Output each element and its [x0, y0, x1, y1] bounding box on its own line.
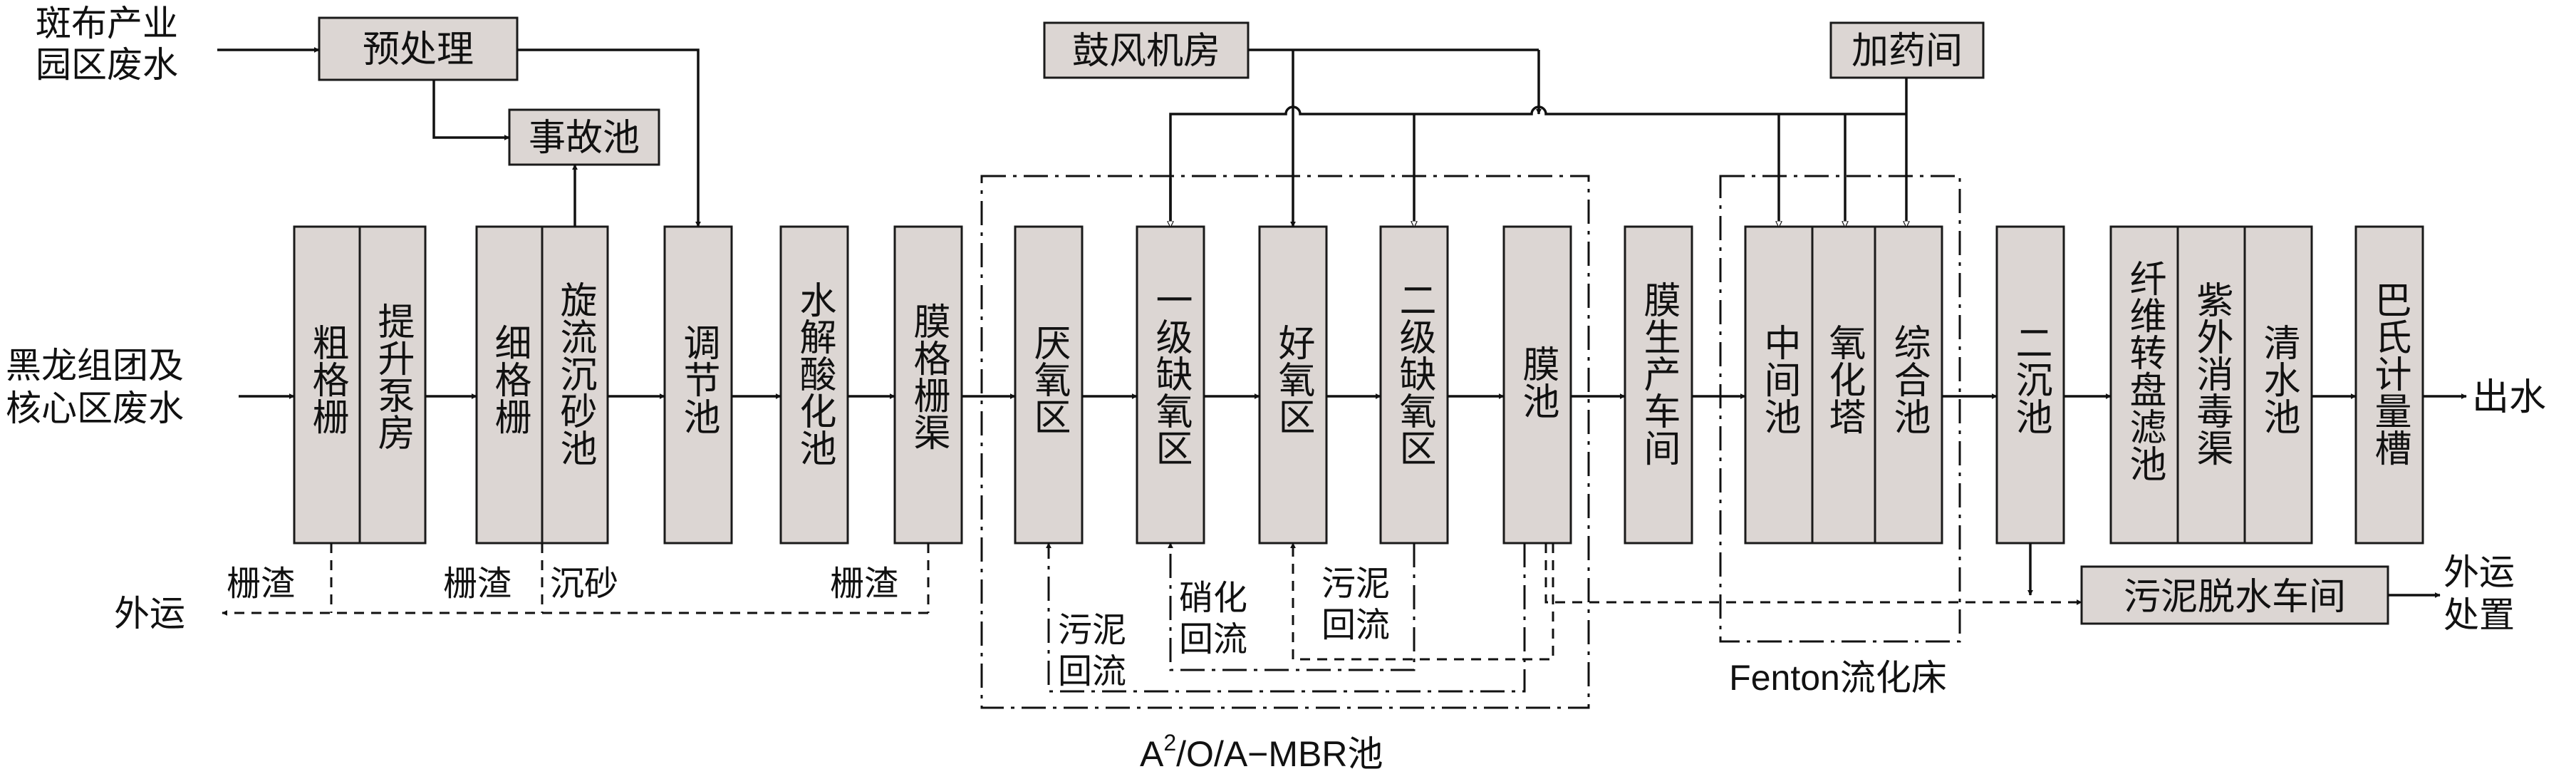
- secondary-clarifier-box: [1995, 225, 2065, 545]
- hydrolysis-tank-box: [779, 225, 849, 545]
- disc-filter-label: 纤维转盘滤池: [2124, 259, 2166, 482]
- nitrate-return-line2: 回流: [1179, 621, 1247, 659]
- air-and-dosing-lines: [1170, 48, 1906, 227]
- membrane-screen-channel-box: [893, 225, 963, 545]
- accident-pool-label: 事故池: [529, 118, 640, 159]
- anoxic1-label: 一级缺氧区: [1150, 281, 1192, 466]
- screenings-label-2: 栅渣: [443, 565, 511, 603]
- membrane-screen-label: 膜格栅渠: [908, 302, 950, 450]
- aerobic-label: 好氧区: [1272, 324, 1314, 435]
- equalization-label: 调节池: [677, 324, 719, 435]
- sludge-disposal-line1: 外运: [2443, 552, 2515, 592]
- fenton-frame: [1719, 175, 1961, 643]
- pretreatment-label: 预处理: [363, 29, 474, 71]
- pretreatment-box: [318, 16, 519, 81]
- membrane-workshop-box: [1624, 225, 1693, 545]
- sludge-return-2-line2: 回流: [1321, 607, 1390, 644]
- uv-channel-box: [2176, 225, 2246, 545]
- disc-filter-box: [2109, 225, 2179, 545]
- sludge-dewatering-label: 污泥脱水车间: [2124, 577, 2346, 618]
- source-heilong-line1: 黑龙组团及: [6, 346, 184, 386]
- grit-chamber-label: 旋流沉砂池: [554, 281, 596, 466]
- parshall-flume-box: [2354, 225, 2424, 545]
- anaerobic-zone-box: [1014, 225, 1084, 545]
- oxidation-tower-label: 氧化塔: [1823, 324, 1865, 435]
- equalization-tank-box: [663, 225, 733, 545]
- grit-label: 沉砂: [550, 565, 618, 603]
- dosing-room-label: 加药间: [1852, 31, 1963, 72]
- anoxic2-label: 二级缺氧区: [1393, 281, 1435, 466]
- nitrate-return-line1: 硝化: [1179, 579, 1247, 617]
- grit-chamber-box: [541, 225, 609, 545]
- sludge-disposal-line2: 处置: [2443, 595, 2515, 635]
- membrane-tank-label: 膜池: [1517, 345, 1559, 419]
- effluent-label: 出水: [2472, 377, 2546, 418]
- secondary-clarifier-label: 二沉池: [2010, 324, 2052, 435]
- aerobic-zone-box: [1258, 225, 1328, 545]
- fenton-label: Fenton流化床: [1729, 658, 1947, 698]
- sludge-lines: [2027, 543, 2441, 598]
- integrated-label: 综合池: [1888, 324, 1930, 435]
- membrane-tank-box: [1502, 225, 1572, 545]
- screenings-label-3: 栅渣: [830, 565, 898, 603]
- clear-water-label: 清水池: [2258, 324, 2300, 435]
- blower-room-label: 鼓风机房: [1072, 31, 1220, 72]
- fine-screen-label: 细格栅: [489, 324, 531, 435]
- lift-pump-label: 提升泵房: [372, 302, 414, 450]
- fine-screen-box: [475, 225, 544, 545]
- coarse-screen-box: [293, 225, 361, 545]
- sludge-return-1-line1: 污泥: [1058, 612, 1126, 649]
- pretreatment-connections: [217, 47, 701, 227]
- sludge-dewatering-box: [2080, 565, 2389, 625]
- coarse-screen-label: 粗格栅: [306, 324, 348, 435]
- intermediate-tank-box: [1744, 225, 1814, 545]
- mbr-tank-frame: [980, 175, 1590, 709]
- residue-haul-lines: [222, 543, 930, 616]
- parshall-label: 巴氏计量槽: [2369, 281, 2411, 466]
- sludge-return-1-line2: 回流: [1058, 653, 1126, 691]
- anoxic-zone-2-box: [1379, 225, 1449, 545]
- sludge-return-2-line1: 污泥: [1321, 565, 1390, 603]
- source-banbu-line1: 斑布产业: [36, 4, 178, 43]
- membrane-workshop-label: 膜生产车间: [1638, 281, 1680, 466]
- intermediate-label: 中间池: [1758, 324, 1799, 435]
- dosing-room-box: [1829, 21, 1985, 79]
- accident-pool-box: [508, 108, 660, 166]
- recycle-lines: [1046, 542, 2082, 693]
- screenings-label-1: 栅渣: [227, 565, 295, 603]
- hydrolysis-label: 水解酸化池: [794, 281, 836, 466]
- source-heilong-line2: 核心区废水: [6, 388, 184, 428]
- clear-water-tank-box: [2243, 225, 2313, 545]
- uv-label: 紫外消毒渠: [2191, 281, 2233, 466]
- unit-labels: 粗格栅 提升泵房 细格栅 旋流沉砂池 调节池 水解酸化池 膜格栅渠 厌氧区 一级…: [306, 259, 2411, 482]
- lift-pump-box: [358, 225, 427, 545]
- source-banbu-line2: 园区废水: [36, 45, 178, 85]
- haul-away-label: 外运: [114, 594, 185, 634]
- anaerobic-label: 厌氧区: [1028, 324, 1070, 435]
- oxidation-tower-box: [1811, 225, 1876, 545]
- mbr-tank-label: A2/O/A−MBR池: [1140, 730, 1383, 774]
